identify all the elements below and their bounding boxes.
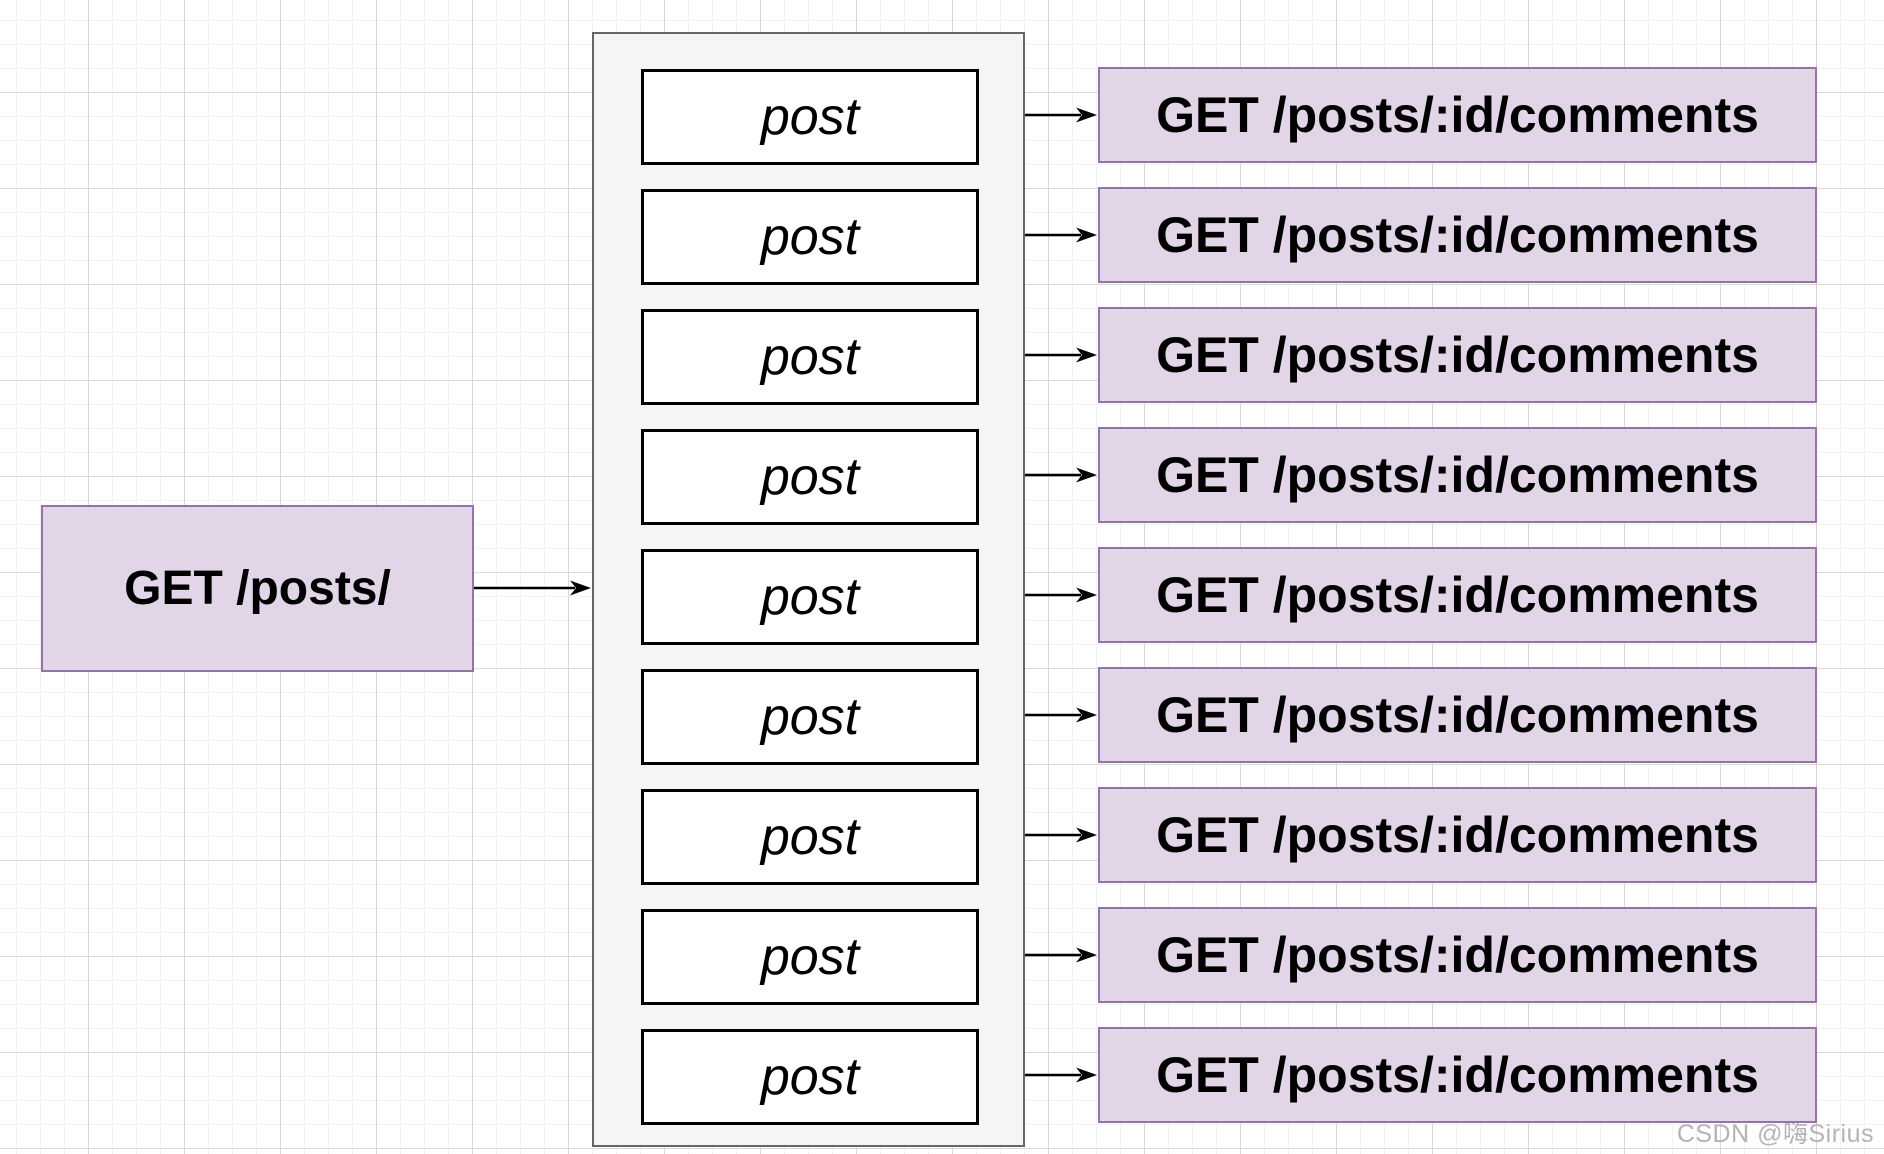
arrow-head	[1076, 227, 1097, 243]
post-item: post	[641, 429, 979, 525]
post-item: post	[641, 1029, 979, 1125]
post-item: post	[641, 309, 979, 405]
arrow-head	[1076, 707, 1097, 723]
posts-list-container: post post post post post post post post post	[592, 32, 1025, 1147]
arrow-head	[1076, 1067, 1097, 1083]
post-item: post	[641, 189, 979, 285]
endpoint-node: GET /posts/:id/comments	[1098, 1027, 1817, 1123]
post-item: post	[641, 789, 979, 885]
arrow-head	[1076, 107, 1097, 123]
endpoint-node: GET /posts/:id/comments	[1098, 427, 1817, 523]
arrow-head	[570, 580, 591, 596]
post-item: post	[641, 69, 979, 165]
watermark: CSDN @嗨Sirius	[1676, 1120, 1874, 1148]
endpoint-node: GET /posts/:id/comments	[1098, 667, 1817, 763]
post-item: post	[641, 549, 979, 645]
arrow-head	[1076, 347, 1097, 363]
arrow-head	[1076, 827, 1097, 843]
post-item: post	[641, 909, 979, 1005]
arrow-head	[1076, 587, 1097, 603]
post-item: post	[641, 669, 979, 765]
arrow-head	[1076, 467, 1097, 483]
source-node-get-posts: GET /posts/	[41, 505, 474, 672]
endpoint-node: GET /posts/:id/comments	[1098, 787, 1817, 883]
arrow-head	[1076, 947, 1097, 963]
endpoint-node: GET /posts/:id/comments	[1098, 907, 1817, 1003]
endpoint-node: GET /posts/:id/comments	[1098, 187, 1817, 283]
endpoint-node: GET /posts/:id/comments	[1098, 547, 1817, 643]
endpoint-node: GET /posts/:id/comments	[1098, 67, 1817, 163]
endpoint-node: GET /posts/:id/comments	[1098, 307, 1817, 403]
